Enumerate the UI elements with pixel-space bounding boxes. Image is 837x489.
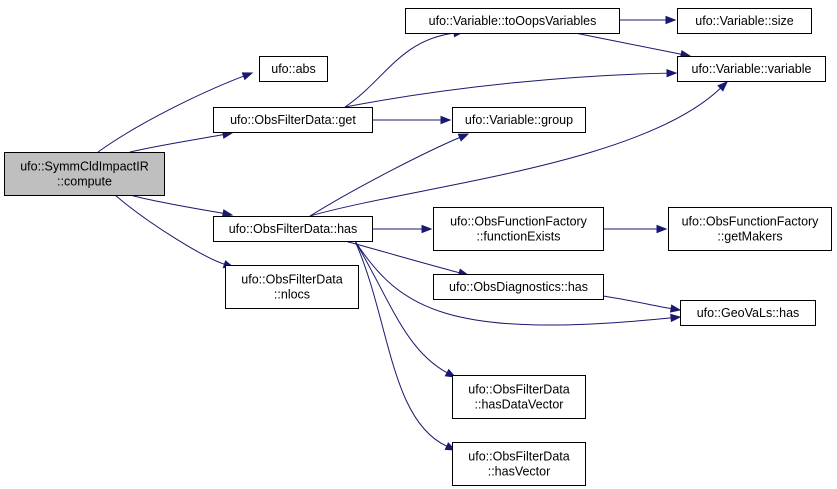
- edge-compute-to-get: [129, 130, 234, 153]
- arrowhead-icon: [440, 115, 452, 125]
- node-label: ufo::ObsFunctionFactory: [682, 215, 820, 229]
- node-label: ::functionExists: [476, 230, 560, 244]
- edge-line: [354, 240, 672, 326]
- edge-line: [309, 137, 460, 217]
- arrowhead-icon: [670, 313, 682, 323]
- edge-line: [354, 240, 448, 374]
- edge-line: [97, 75, 244, 153]
- arrowhead-icon: [656, 224, 668, 234]
- node-box: [452, 442, 586, 486]
- node-size[interactable]: ufo::Variable::size: [677, 8, 812, 34]
- node-box: [259, 56, 328, 82]
- node-label: ufo::ObsFilterData::has: [229, 222, 358, 236]
- node-variable[interactable]: ufo::Variable::variable: [677, 56, 826, 82]
- node-label: ufo::Variable::variable: [692, 62, 812, 76]
- node-box: [452, 107, 586, 133]
- node-nlocs[interactable]: ufo::ObsFilterData::nlocs: [225, 265, 359, 309]
- node-label: ufo::ObsFunctionFactory: [450, 215, 588, 229]
- node-diaghas[interactable]: ufo::ObsDiagnostics::has: [433, 274, 604, 300]
- arrowhead-icon: [241, 72, 254, 81]
- node-box: [433, 207, 604, 251]
- node-label: ufo::ObsFilterData: [468, 383, 569, 397]
- edge-line: [129, 194, 224, 214]
- edge-line: [344, 32, 455, 108]
- edge-has-to-geovalshas: [354, 240, 682, 326]
- node-label: ufo::ObsFilterData::get: [230, 113, 356, 127]
- node-label: ufo::SymmCldImpactIR: [20, 160, 149, 174]
- node-getmakers[interactable]: ufo::ObsFunctionFactory::getMakers: [668, 207, 832, 251]
- node-box: [452, 375, 586, 419]
- edge-line: [344, 72, 668, 108]
- node-label: ufo::GeoVaLs::has: [697, 306, 800, 320]
- edge-get-to-variable: [344, 68, 678, 108]
- edge-funcexists-to-getmakers: [602, 224, 668, 234]
- arrowhead-icon: [421, 224, 433, 234]
- node-geovalshas[interactable]: ufo::GeoVaLs::has: [680, 300, 816, 326]
- arrowhead-icon: [666, 68, 678, 78]
- edge-get-to-group: [372, 115, 452, 125]
- arrowhead-icon: [665, 15, 677, 25]
- edge-compute-to-has: [129, 194, 234, 218]
- node-group[interactable]: ufo::Variable::group: [452, 107, 586, 133]
- node-label: ufo::Variable::toOopsVariables: [429, 14, 597, 28]
- node-hasdatavector[interactable]: ufo::ObsFilterData::hasDataVector: [452, 375, 586, 419]
- node-get[interactable]: ufo::ObsFilterData::get: [213, 107, 373, 133]
- node-label: ufo::ObsDiagnostics::has: [449, 280, 588, 294]
- edge-has-to-hasvector: [354, 240, 457, 451]
- node-label: ::hasVector: [488, 465, 551, 479]
- edge-has-to-group: [309, 133, 470, 217]
- node-label: ::getMakers: [717, 230, 782, 244]
- arrowhead-icon: [717, 81, 728, 92]
- edge-has-to-funcexists: [371, 224, 433, 234]
- node-box: [225, 265, 359, 309]
- node-has[interactable]: ufo::ObsFilterData::has: [213, 216, 373, 242]
- node-box: [4, 152, 165, 196]
- edges-layer: [97, 15, 728, 451]
- node-compute[interactable]: ufo::SymmCldImpactIR::compute: [4, 152, 165, 196]
- node-label: ufo::Variable::group: [465, 113, 573, 127]
- edge-line: [129, 134, 224, 153]
- edge-tooops-to-size: [619, 15, 677, 25]
- node-abs[interactable]: ufo::abs: [259, 56, 328, 82]
- edge-compute-to-abs: [97, 72, 254, 153]
- node-label: ufo::abs: [271, 62, 315, 76]
- edge-line: [574, 32, 682, 55]
- edge-line: [114, 194, 225, 265]
- arrowhead-icon: [669, 304, 682, 313]
- node-label: ::hasDataVector: [475, 398, 564, 412]
- node-box: [213, 216, 373, 242]
- node-hasvector[interactable]: ufo::ObsFilterData::hasVector: [452, 442, 586, 486]
- node-label: ufo::ObsFilterData: [468, 450, 569, 464]
- node-box: [680, 300, 816, 326]
- edge-tooops-to-variable: [574, 32, 692, 59]
- edge-line: [602, 295, 672, 310]
- node-box: [405, 8, 620, 34]
- edge-get-to-tooops: [344, 28, 465, 108]
- node-box: [668, 207, 832, 251]
- node-box: [677, 56, 826, 82]
- edge-has-to-variable: [309, 81, 728, 217]
- edge-diaghas-to-geovalshas: [602, 295, 682, 313]
- node-box: [433, 274, 604, 300]
- nodes-layer: ufo::SymmCldImpactIR::computeufo::absufo…: [4, 8, 832, 486]
- node-box: [677, 8, 812, 34]
- node-label: ufo::ObsFilterData: [241, 273, 342, 287]
- node-funcexists[interactable]: ufo::ObsFunctionFactory::functionExists: [433, 207, 604, 251]
- node-label: ufo::Variable::size: [695, 14, 793, 28]
- node-box: [213, 107, 373, 133]
- node-tooops[interactable]: ufo::Variable::toOopsVariables: [405, 8, 620, 34]
- edge-line: [309, 87, 721, 217]
- edge-line: [354, 240, 448, 447]
- arrowhead-icon: [221, 209, 234, 218]
- arrowhead-icon: [457, 133, 470, 142]
- node-label: ::compute: [57, 175, 112, 189]
- node-label: ::nlocs: [274, 288, 310, 302]
